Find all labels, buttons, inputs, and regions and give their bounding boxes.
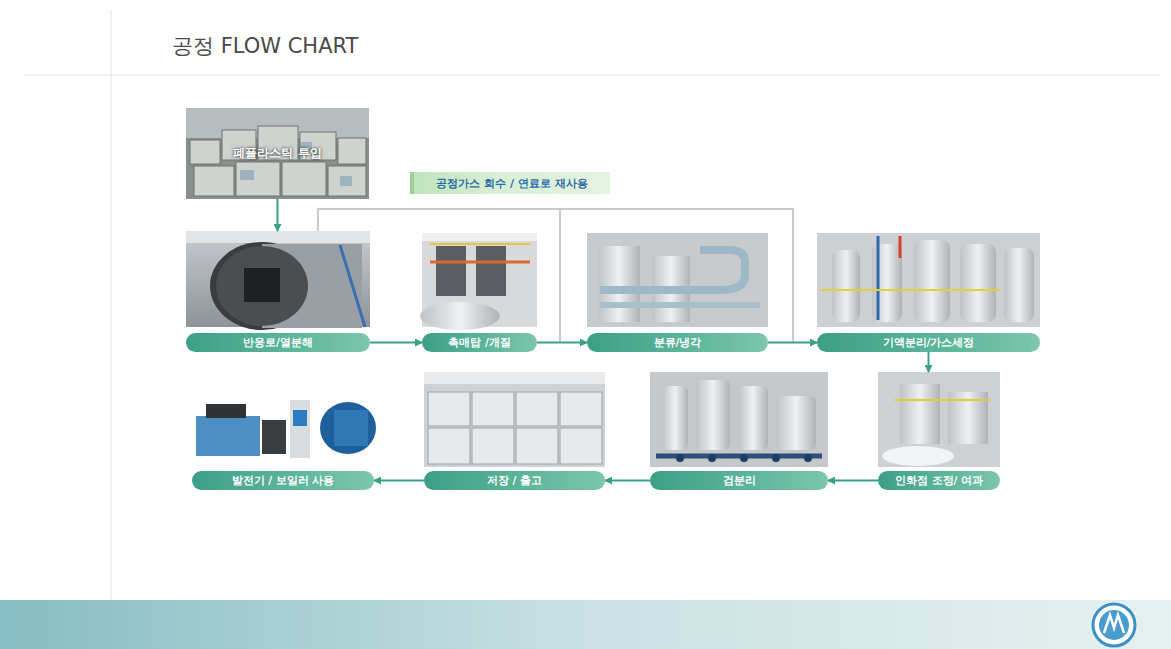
flow-arrow bbox=[828, 480, 878, 482]
flow-arrow bbox=[768, 342, 817, 344]
step-label-pill: 반응로/열분해 bbox=[186, 333, 370, 352]
flow-arrow bbox=[605, 480, 650, 482]
step-label-pill: 저장 / 출고 bbox=[424, 471, 605, 490]
flow-arrow bbox=[374, 480, 424, 482]
step-label-pill: 촉매탑 /개질 bbox=[422, 333, 537, 352]
step-text: 검분리 bbox=[723, 475, 756, 486]
step-text: 발전기 / 보일러 사용 bbox=[232, 475, 335, 486]
step-label-pill: 인화점 조정/ 여과 bbox=[878, 471, 1000, 490]
step-text: 촉매탑 /개질 bbox=[448, 337, 511, 348]
step-text: 폐플라스틱 투입 bbox=[233, 145, 321, 162]
step-text: 반응로/열분해 bbox=[243, 337, 313, 348]
flow-arrow bbox=[928, 352, 930, 372]
step-text: 기액분리/가스세정 bbox=[883, 337, 975, 348]
step-text: 저장 / 출고 bbox=[487, 475, 542, 486]
page-title: 공정 FLOW CHART bbox=[172, 32, 358, 60]
step-text: 공정가스 회수 / 연료로 재사용 bbox=[436, 176, 587, 191]
process-step: 저장 / 출고 bbox=[424, 372, 605, 490]
flow-arrow bbox=[277, 199, 279, 231]
photo-caption-box: 폐플라스틱 투입 bbox=[186, 108, 369, 199]
process-step: 기액분리/가스세정 bbox=[817, 233, 1040, 352]
process-step: 발전기 / 보일러 사용 bbox=[192, 398, 374, 490]
process-step: 반응로/열분해 bbox=[186, 231, 370, 352]
step-label-pill: 분류/냉각 bbox=[587, 333, 768, 352]
process-step: 분류/냉각 bbox=[587, 233, 768, 352]
process-step: 인화점 조정/ 여과 bbox=[878, 372, 1000, 490]
recycle-banner: 공정가스 회수 / 연료로 재사용 bbox=[410, 172, 610, 194]
step-label-pill: 기액분리/가스세정 bbox=[817, 333, 1040, 352]
process-step: 검분리 bbox=[650, 372, 828, 490]
step-text: 분류/냉각 bbox=[654, 337, 702, 348]
step-label-pill: 발전기 / 보일러 사용 bbox=[192, 471, 374, 490]
process-step: 촉매탑 /개질 bbox=[422, 233, 537, 352]
flow-arrow bbox=[537, 342, 587, 344]
flow-arrow bbox=[370, 342, 422, 344]
step-text: 인화점 조정/ 여과 bbox=[895, 475, 983, 486]
step-label-pill: 검분리 bbox=[650, 471, 828, 490]
